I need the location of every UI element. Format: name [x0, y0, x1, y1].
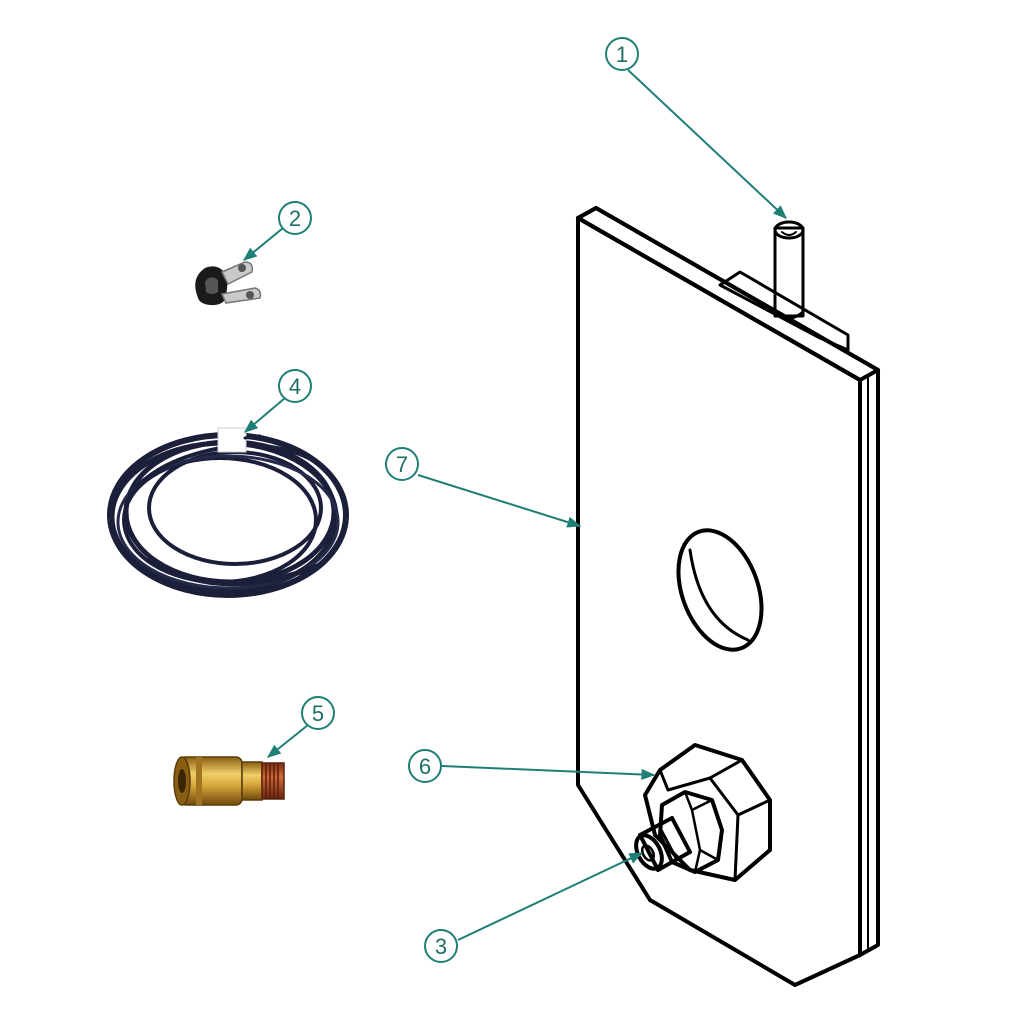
callout-label-5: 5	[312, 701, 324, 726]
p-clamp	[195, 261, 262, 306]
callout-3: 3	[424, 929, 458, 963]
air-tubing-coil	[107, 427, 349, 598]
brass-push-fitting	[173, 756, 285, 806]
callout-6: 6	[408, 749, 442, 783]
callout-1: 1	[605, 37, 639, 71]
callout-label-6: 6	[419, 754, 431, 779]
plate-hole	[676, 528, 764, 652]
callout-label-1: 1	[616, 42, 628, 67]
callout-label-3: 3	[435, 934, 447, 959]
leader-6	[441, 765, 656, 781]
callout-7: 7	[385, 447, 419, 481]
callout-label-4: 4	[289, 374, 301, 399]
callout-5: 5	[301, 696, 335, 730]
pin	[773, 220, 805, 320]
leader-4	[243, 397, 286, 433]
leader-2	[242, 227, 284, 261]
leader-1	[627, 69, 788, 219]
mounting-plate	[576, 206, 880, 987]
callout-2: 2	[278, 201, 312, 235]
callout-label-2: 2	[289, 206, 301, 231]
leader-3	[457, 852, 644, 941]
callout-4: 4	[278, 369, 312, 403]
callout-leaders	[242, 69, 788, 941]
hex-bulkhead-fitting	[643, 743, 772, 882]
callout-label-7: 7	[396, 452, 408, 477]
leader-7	[417, 474, 582, 528]
leader-5	[266, 724, 309, 758]
